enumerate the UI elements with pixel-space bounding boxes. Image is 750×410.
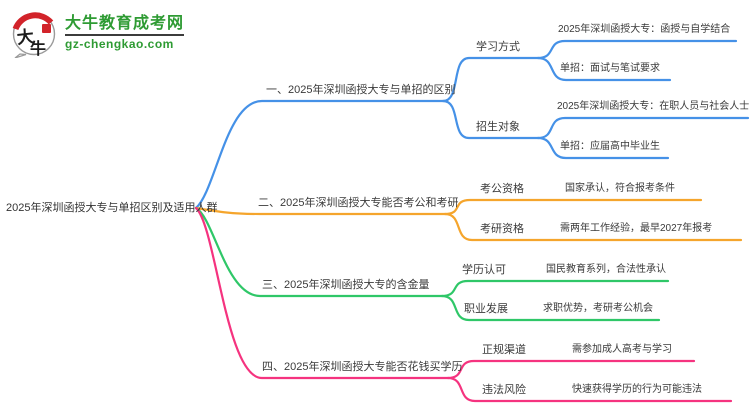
- site-logo[interactable]: 大 牛 大牛教育成考网 gz-chengkao.com: [10, 8, 185, 58]
- branch-1-sub-2-leaf-1[interactable]: 2025年深圳函授大专：在职人员与社会人士: [557, 101, 750, 112]
- branch-1-sub-1-line: [441, 56, 540, 103]
- daniu-logo-icon: 大 牛: [12, 12, 56, 58]
- branch-1-sub-1-leaf-1[interactable]: 2025年深圳函授大专：函授与自学结合: [558, 24, 731, 35]
- logo-char-bottom: 牛: [30, 39, 46, 58]
- branch-4-sub-2-leaf-1[interactable]: 快速获得学历的行为可能违法: [572, 384, 702, 395]
- branch-4-main-line: [194, 206, 450, 380]
- branch-3-row-1-line: [440, 279, 670, 298]
- branch-1-sub-2-leaf-2[interactable]: 单招：应届高中毕业生: [560, 141, 660, 152]
- branch-2-sub-2-label[interactable]: 考研资格: [480, 223, 524, 235]
- branch-2-sub-1-label[interactable]: 考公资格: [480, 183, 524, 195]
- branch-1-sub-2-leaf-1-line: [536, 116, 750, 140]
- site-domain[interactable]: gz-chengkao.com: [65, 34, 185, 52]
- branch-1-sub-1-leaf-2[interactable]: 单招：面试与笔试要求: [560, 63, 660, 74]
- branch-3-main-line: [194, 206, 444, 298]
- branch-2-main-line: [194, 206, 447, 216]
- site-name[interactable]: 大牛教育成考网: [65, 15, 185, 32]
- central-topic[interactable]: 2025年深圳函授大专与单招区别及适用人群: [6, 202, 218, 214]
- branch-4-row-1-line: [446, 359, 696, 380]
- branch-1-sub-2-label[interactable]: 招生对象: [476, 121, 520, 133]
- branch-3-sub-2-leaf-1[interactable]: 求职优势，考研考公机会: [543, 303, 653, 314]
- branch-3-row-2-line: [440, 294, 661, 322]
- branch-4-sub-1-label[interactable]: 正规渠道: [482, 344, 526, 356]
- branch-1-sub-1-leaf-2-line: [536, 56, 672, 82]
- logo-char-top: 大: [16, 26, 35, 49]
- branch-1-label[interactable]: 一、2025年深圳函授大专与单招的区别: [266, 84, 456, 96]
- branch-1-sub-2-leaf-2-line: [536, 136, 670, 160]
- branch-3-sub-1-leaf-1[interactable]: 国民教育系列，合法性承认: [546, 264, 666, 275]
- branch-4-sub-2-label[interactable]: 违法风险: [482, 384, 526, 396]
- branch-4-row-2-line: [446, 376, 733, 403]
- branch-3-sub-1-label[interactable]: 学历认可: [462, 264, 506, 276]
- branch-3-label[interactable]: 三、2025年深圳函授大专的含金量: [262, 279, 430, 291]
- branch-4-sub-1-leaf-1[interactable]: 需参加成人高考与学习: [572, 344, 672, 355]
- branch-3-sub-2-label[interactable]: 职业发展: [464, 303, 508, 315]
- branch-2-sub-1-leaf-1[interactable]: 国家承认，符合报考条件: [565, 183, 675, 194]
- branch-2-row-1-line: [443, 198, 703, 216]
- branch-2-label[interactable]: 二、2025年深圳函授大专能否考公和考研: [258, 197, 459, 209]
- branch-4-label[interactable]: 四、2025年深圳函授大专能否花钱买学历: [262, 361, 463, 373]
- speech-bubble-tail: [14, 53, 27, 58]
- red-arc: [12, 12, 54, 31]
- branch-1-sub-2-line: [441, 99, 540, 140]
- branch-2-sub-2-leaf-1[interactable]: 需两年工作经验，最早2027年报考: [560, 223, 713, 234]
- branch-1-main-line: [194, 99, 445, 210]
- branch-1-sub-1-leaf-1-line: [536, 39, 738, 60]
- branch-1-sub-1-label[interactable]: 学习方式: [476, 41, 520, 53]
- red-seal: [42, 24, 51, 33]
- branch-2-row-2-line: [443, 212, 743, 242]
